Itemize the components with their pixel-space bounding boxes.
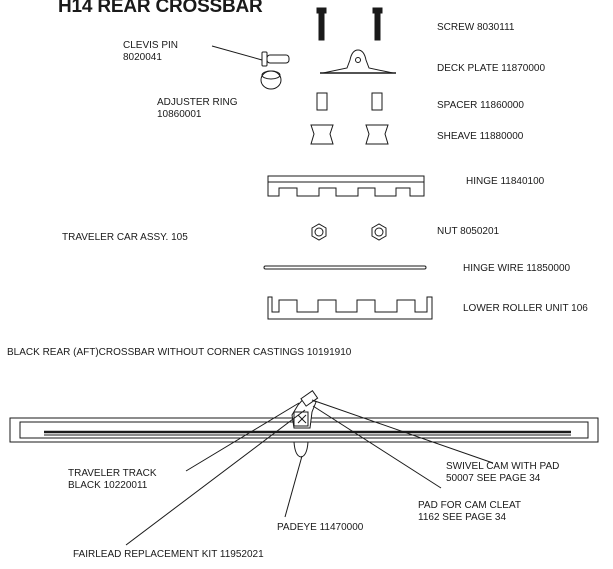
page-title: H14 REAR CROSSBAR — [58, 0, 263, 17]
lower-roller-unit — [268, 297, 432, 319]
clevis-pin — [262, 52, 289, 66]
pad-cam-cleat-label: PAD FOR CAM CLEAT 1162 SEE PAGE 34 — [418, 500, 521, 523]
hinge-wire-label: HINGE WIRE 11850000 — [463, 263, 571, 274]
adjuster-ring-label: ADJUSTER RING 10860001 — [157, 97, 238, 120]
screw-label: SCREW 8030111 — [437, 22, 515, 33]
spacer-left — [317, 93, 327, 110]
traveler-track-leader — [186, 403, 299, 471]
spacer-label: SPACER 11860000 — [437, 100, 524, 111]
traveler-car-label: TRAVELER CAR ASSY. 105 — [62, 232, 188, 243]
clevis-pin-label: CLEVIS PIN 8020041 — [123, 40, 179, 63]
padeye-leader — [285, 456, 302, 517]
sheave-label: SHEAVE 11880000 — [437, 131, 524, 142]
padeye-label: PADEYE 11470000 — [277, 522, 364, 533]
nut-left — [312, 224, 326, 240]
hinge-part — [268, 176, 424, 196]
padeye-part — [294, 442, 308, 457]
deck-plate-label: DECK PLATE 11870000 — [437, 63, 546, 74]
hinge-wire — [264, 266, 426, 269]
screw-right — [373, 8, 382, 40]
deck-plate — [320, 50, 396, 73]
clevis-pin-leader — [212, 46, 262, 60]
fairlead-label: FAIRLEAD REPLACEMENT KIT 11952021 — [73, 549, 264, 560]
adjuster-ring — [261, 71, 281, 89]
screw-left — [317, 8, 326, 40]
swivel-cam-label: SWIVEL CAM WITH PAD 50007 SEE PAGE 34 — [446, 461, 560, 484]
spacer-right — [372, 93, 382, 110]
nut-right — [372, 224, 386, 240]
sheave-left — [311, 125, 333, 144]
crossbar-caption: BLACK REAR (AFT)CROSSBAR WITHOUT CORNER … — [7, 347, 352, 358]
hinge-label: HINGE 11840100 — [466, 176, 545, 187]
swivel-cam-leader — [312, 400, 493, 463]
fairlead-leader — [126, 410, 305, 545]
nut-label: NUT 8050201 — [437, 226, 500, 237]
traveler-track-label: TRAVELER TRACK BLACK 10220011 — [68, 468, 157, 491]
pad-cam-leader — [313, 406, 441, 488]
sheave-right — [366, 125, 388, 144]
lower-roller-label: LOWER ROLLER UNIT 106 — [463, 303, 588, 314]
